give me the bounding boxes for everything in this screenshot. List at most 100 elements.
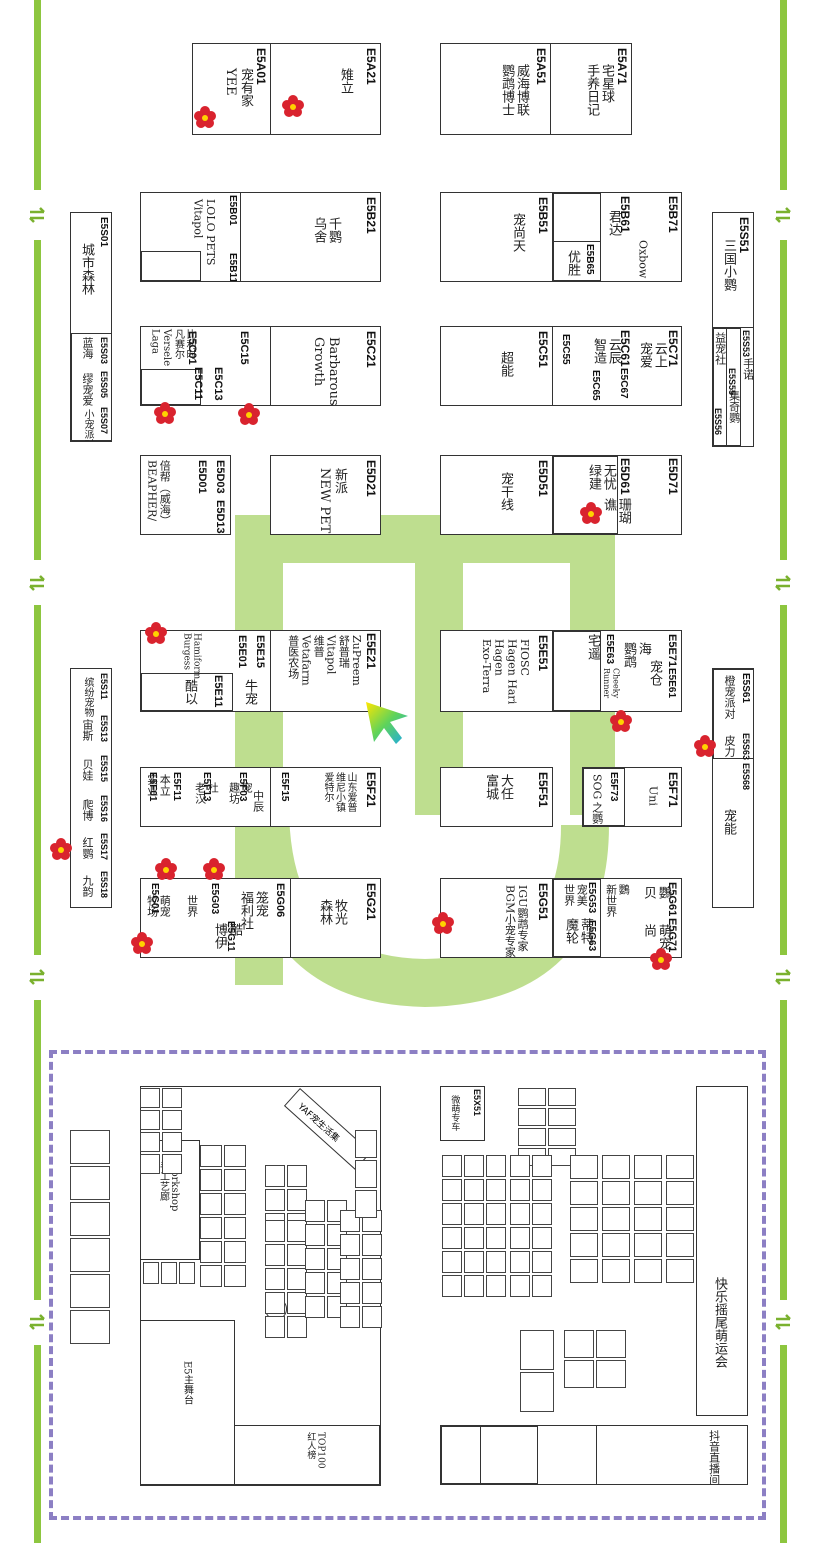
mini-booth[interactable] <box>70 1130 110 1164</box>
mini-booth[interactable] <box>305 1272 325 1294</box>
mini-booth[interactable] <box>224 1217 246 1239</box>
top100-area[interactable]: TOP100 红人榜 <box>234 1425 380 1485</box>
mini-booth[interactable] <box>510 1251 530 1273</box>
mini-booth[interactable] <box>602 1155 630 1179</box>
mini-booth[interactable] <box>340 1234 360 1256</box>
mini-booth[interactable] <box>518 1108 546 1126</box>
mini-booth[interactable] <box>305 1248 325 1270</box>
mini-booth[interactable] <box>442 1203 462 1225</box>
mini-booth[interactable] <box>200 1145 222 1167</box>
mini-booth[interactable] <box>265 1316 285 1338</box>
mini-booth[interactable] <box>362 1282 382 1304</box>
mini-booth[interactable] <box>442 1155 462 1177</box>
mini-booth[interactable] <box>162 1154 182 1174</box>
booth-E5F21[interactable]: E5F21 山东爱普 维尼小镇 爱特尔 E5F15 <box>270 767 381 827</box>
mini-booth[interactable] <box>602 1233 630 1257</box>
mini-booth[interactable] <box>634 1155 662 1179</box>
mini-booth[interactable] <box>464 1251 484 1273</box>
booth-E5S01[interactable]: E5S01 城市森林 E5S03 蓝海 E5S05 缪宠爱 E5S07 小宠派对 <box>70 212 112 442</box>
mini-booth[interactable] <box>570 1181 598 1205</box>
mini-booth[interactable] <box>532 1251 552 1273</box>
booth-E5X51[interactable]: E5X51 微萌专车 <box>440 1086 485 1141</box>
mini-booth[interactable] <box>570 1207 598 1231</box>
mini-booth[interactable] <box>305 1224 325 1246</box>
mini-booth[interactable] <box>532 1203 552 1225</box>
mini-booth[interactable] <box>70 1238 110 1272</box>
booth-E5D51[interactable]: E5D51 宠干线 <box>440 455 553 535</box>
mini-booth[interactable] <box>634 1207 662 1231</box>
mini-booth[interactable] <box>442 1179 462 1201</box>
mini-booth[interactable] <box>464 1155 484 1177</box>
mini-booth[interactable] <box>666 1207 694 1231</box>
mini-booth[interactable] <box>200 1265 222 1287</box>
mini-booth[interactable] <box>265 1244 285 1266</box>
mini-booth[interactable] <box>162 1110 182 1130</box>
mini-booth[interactable] <box>162 1088 182 1108</box>
mini-booth[interactable] <box>355 1160 377 1188</box>
mini-booth[interactable] <box>287 1220 307 1242</box>
mini-booth[interactable] <box>224 1145 246 1167</box>
mini-booth[interactable] <box>340 1258 360 1280</box>
mini-booth[interactable] <box>224 1169 246 1191</box>
booth-E5S11[interactable]: E5S11 缤纷宠物 E5S13 宙斯 E5S15 贝娃 E5S16 爬博 E5… <box>70 668 112 908</box>
mini-booth[interactable] <box>570 1233 598 1257</box>
mini-booth[interactable] <box>532 1179 552 1201</box>
mini-booth[interactable] <box>143 1262 159 1284</box>
mini-booth[interactable] <box>510 1275 530 1297</box>
mini-booth[interactable] <box>179 1262 195 1284</box>
mini-booth[interactable] <box>666 1259 694 1283</box>
booth-E5S51[interactable]: E5S51 三国小鹦 <box>712 212 754 328</box>
mini-booth[interactable] <box>510 1227 530 1249</box>
mini-booth[interactable] <box>442 1275 462 1297</box>
booth-E5E01[interactable]: E5E01 Hamiform Burgess E5E15 E5E11 酷以 牛宠 <box>140 630 271 712</box>
mini-booth[interactable] <box>355 1190 377 1218</box>
booth-E5E51[interactable]: E5E51 FIOSC Hagen Hari Hagen Exo-Terra <box>440 630 553 712</box>
mini-booth[interactable] <box>518 1128 546 1146</box>
mini-booth[interactable] <box>464 1179 484 1201</box>
mini-booth[interactable] <box>532 1275 552 1297</box>
booth-E5S61[interactable]: E5S61 橙宠派对 E5S63 皮力 E5S68 宠能 <box>712 668 754 908</box>
main-stage[interactable]: E5主舞台 <box>140 1320 235 1485</box>
mini-booth[interactable] <box>564 1330 594 1358</box>
mini-booth[interactable] <box>162 1132 182 1152</box>
mini-booth[interactable] <box>602 1207 630 1231</box>
booth-E5C51[interactable]: E5C51 超能 <box>440 326 553 406</box>
mini-booth[interactable] <box>200 1193 222 1215</box>
mini-booth[interactable] <box>520 1372 554 1412</box>
mini-booth[interactable] <box>265 1268 285 1290</box>
mini-booth[interactable] <box>510 1155 530 1177</box>
booth-E5A71[interactable]: E5A71 宅星球 手养日记 <box>550 43 632 135</box>
mini-booth[interactable] <box>564 1360 594 1388</box>
booth-E5B51[interactable]: E5B51 宠尚天 <box>440 192 553 282</box>
mini-booth[interactable] <box>532 1155 552 1177</box>
live-stream-room[interactable]: 抖音直播间 <box>596 1425 748 1485</box>
mini-booth[interactable] <box>548 1088 576 1106</box>
booth-E5S53[interactable]: E5S53 手诺 E5S55 集奇鹦 E5S56 益宠社 <box>712 327 754 447</box>
mini-booth[interactable] <box>287 1268 307 1290</box>
mini-booth[interactable] <box>486 1179 506 1201</box>
mini-booth[interactable] <box>140 1088 160 1108</box>
mini-booth[interactable] <box>596 1360 626 1388</box>
booth-E5B01[interactable]: E5B01 LOLO PETS Vitapol E5B11 <box>140 192 241 282</box>
mini-booth[interactable] <box>666 1233 694 1257</box>
mini-booth[interactable] <box>200 1217 222 1239</box>
booth-E5A21[interactable]: E5A21 雉立 <box>270 43 381 135</box>
mini-booth[interactable] <box>140 1110 160 1130</box>
mini-booth[interactable] <box>442 1227 462 1249</box>
mini-booth[interactable] <box>305 1296 325 1318</box>
mini-booth[interactable] <box>666 1181 694 1205</box>
mini-booth[interactable] <box>666 1155 694 1179</box>
mini-booth[interactable] <box>486 1227 506 1249</box>
fun-games-area[interactable]: 快乐摇尾萌运会 <box>696 1086 748 1416</box>
mini-booth[interactable] <box>265 1189 285 1211</box>
mini-booth[interactable] <box>486 1251 506 1273</box>
mini-booth[interactable] <box>510 1179 530 1201</box>
mini-booth[interactable] <box>548 1128 576 1146</box>
mini-booth[interactable] <box>70 1274 110 1308</box>
booth-E5D21[interactable]: E5D21 新派 NEW PET <box>270 455 381 535</box>
mini-booth[interactable] <box>70 1166 110 1200</box>
mini-booth[interactable] <box>140 1132 160 1152</box>
booth-E5B21[interactable]: E5B21 千鹦 乌舍 <box>240 192 381 282</box>
mini-booth[interactable] <box>161 1262 177 1284</box>
mini-booth[interactable] <box>140 1154 160 1174</box>
